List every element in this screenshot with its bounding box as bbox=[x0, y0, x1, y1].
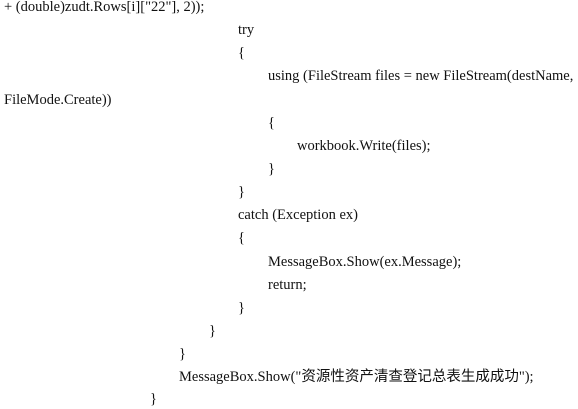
code-line-14: } bbox=[238, 300, 245, 316]
code-line-10: catch (Exception ex) bbox=[238, 207, 358, 223]
code-line-13: return; bbox=[268, 277, 307, 293]
code-line-4: using (FileStream files = new FileStream… bbox=[268, 68, 574, 84]
code-line-15: } bbox=[209, 323, 216, 339]
code-line-3: { bbox=[238, 45, 245, 61]
code-line-5: FileMode.Create)) bbox=[4, 92, 112, 108]
code-line-11: { bbox=[238, 230, 245, 246]
code-line-2: try bbox=[238, 22, 255, 38]
code-line-12: MessageBox.Show(ex.Message); bbox=[268, 254, 462, 270]
code-line-9: } bbox=[238, 184, 245, 200]
code-line-8: } bbox=[268, 161, 275, 177]
code-line-1: + (double)zudt.Rows[i]["22"], 2)); bbox=[4, 0, 205, 15]
code-line-18: } bbox=[150, 391, 157, 407]
code-line-17: MessageBox.Show("资源性资产清查登记总表生成成功"); bbox=[179, 369, 534, 385]
code-line-7: workbook.Write(files); bbox=[297, 138, 431, 154]
code-line-16: } bbox=[179, 346, 186, 362]
code-line-6: { bbox=[268, 115, 275, 131]
